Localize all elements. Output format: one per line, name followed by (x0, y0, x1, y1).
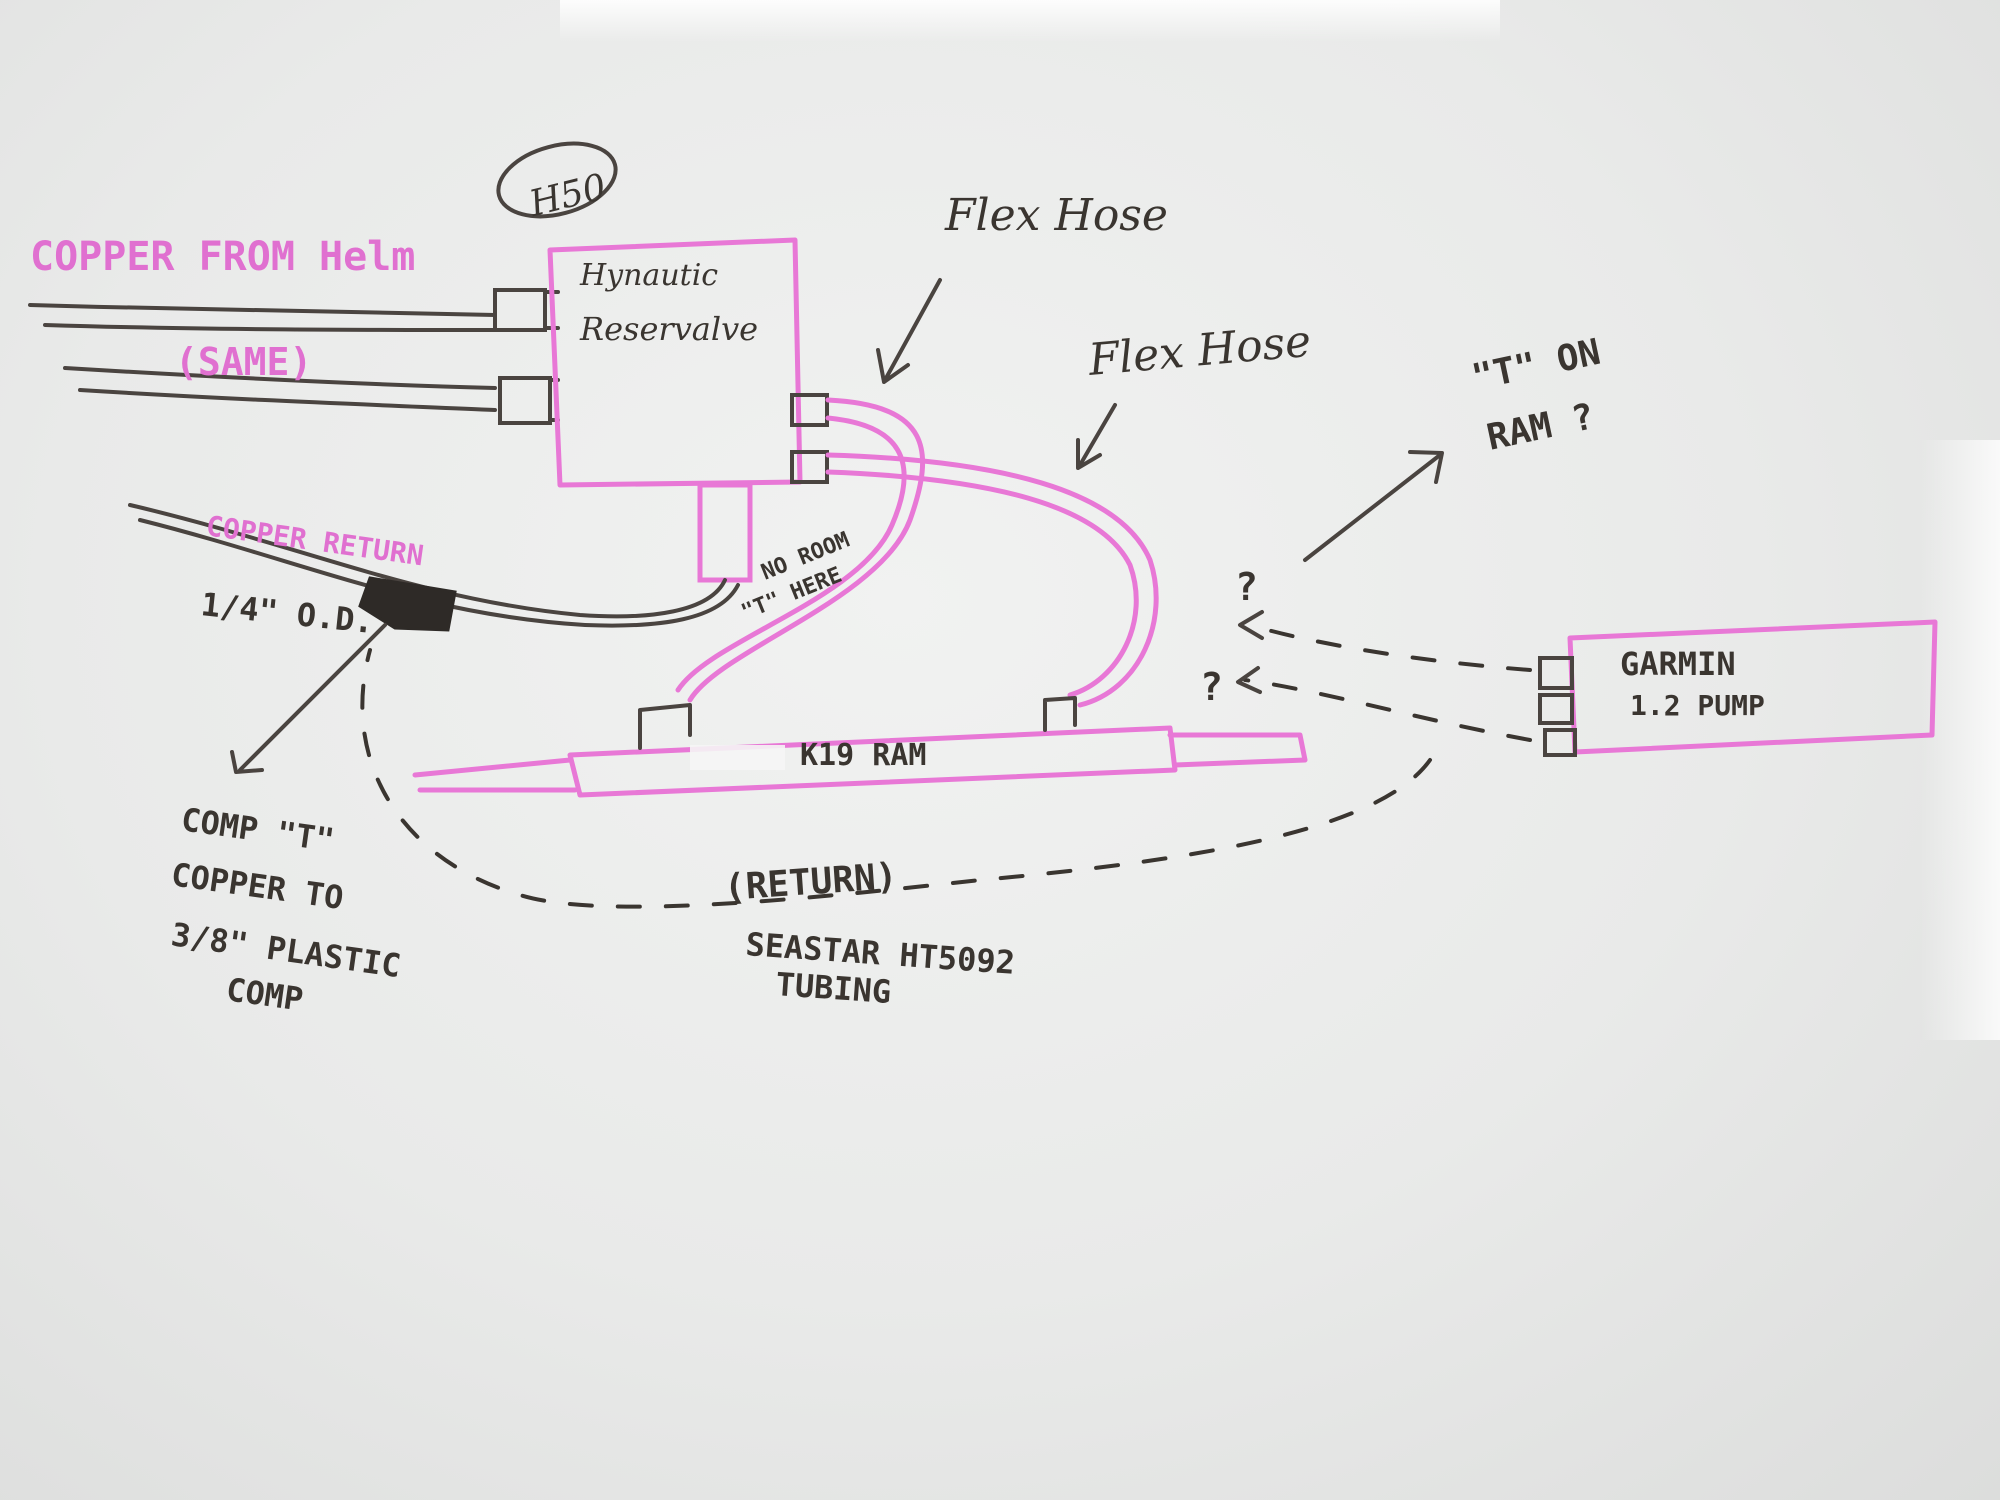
comp-t-label-line4: COMP (224, 970, 306, 1018)
reservalve-box (547, 237, 829, 583)
copper-return-line (128, 503, 740, 774)
copper-from-helm-label: COPPER FROM Helm (30, 234, 415, 280)
k19-ram (412, 696, 1308, 798)
flex-hose-2 (825, 452, 1159, 708)
garmin-label-line1: GARMIN (1620, 645, 1736, 683)
smudge (690, 745, 785, 770)
return-label: (RETURN) (723, 856, 899, 909)
flex-hose-1 (675, 397, 926, 703)
copper-return-label: COPPER RETURN (204, 509, 426, 572)
t-on-ram-label-line2: RAM ? (1483, 396, 1598, 459)
seastar-label-line2: TUBING (774, 965, 892, 1011)
reservalve-label-line2: Reservalve (579, 310, 758, 348)
question-mark-1: ? (1235, 565, 1258, 609)
flex-hose-label-1: Flex Hose (944, 190, 1168, 241)
same-label: (SAME) (175, 340, 312, 384)
reservalve-inlet-fittings (493, 288, 560, 425)
window-reflection (1920, 440, 2000, 1040)
pump-dashed-lines (360, 610, 1532, 909)
garmin-label-line2: 1.2 PUMP (1630, 689, 1765, 722)
reservalve-label-line1: Hynautic (579, 258, 718, 293)
quarter-od-label: 1/4" O.D. (199, 585, 375, 641)
t-on-ram-label-line1: "T" ON (1468, 332, 1604, 399)
comp-t-label-line3: 3/8" PLASTIC (169, 915, 403, 985)
k19-ram-label: K19 RAM (800, 738, 926, 773)
garmin-pump (1538, 619, 1938, 757)
h50-label: H50 (525, 167, 611, 226)
comp-t-label-line2: COPPER TO (169, 855, 346, 917)
t-on-ram-arrow (1303, 450, 1444, 562)
question-mark-2: ? (1200, 665, 1223, 709)
copper-helm-lines (28, 303, 497, 412)
h50-badge (496, 141, 618, 219)
flex-hose-label-2: Flex Hose (1086, 316, 1314, 386)
flex-hose-arrows (876, 278, 1117, 470)
light-glare (560, 0, 1500, 42)
comp-t-label-line1: COMP "T" (179, 800, 337, 859)
